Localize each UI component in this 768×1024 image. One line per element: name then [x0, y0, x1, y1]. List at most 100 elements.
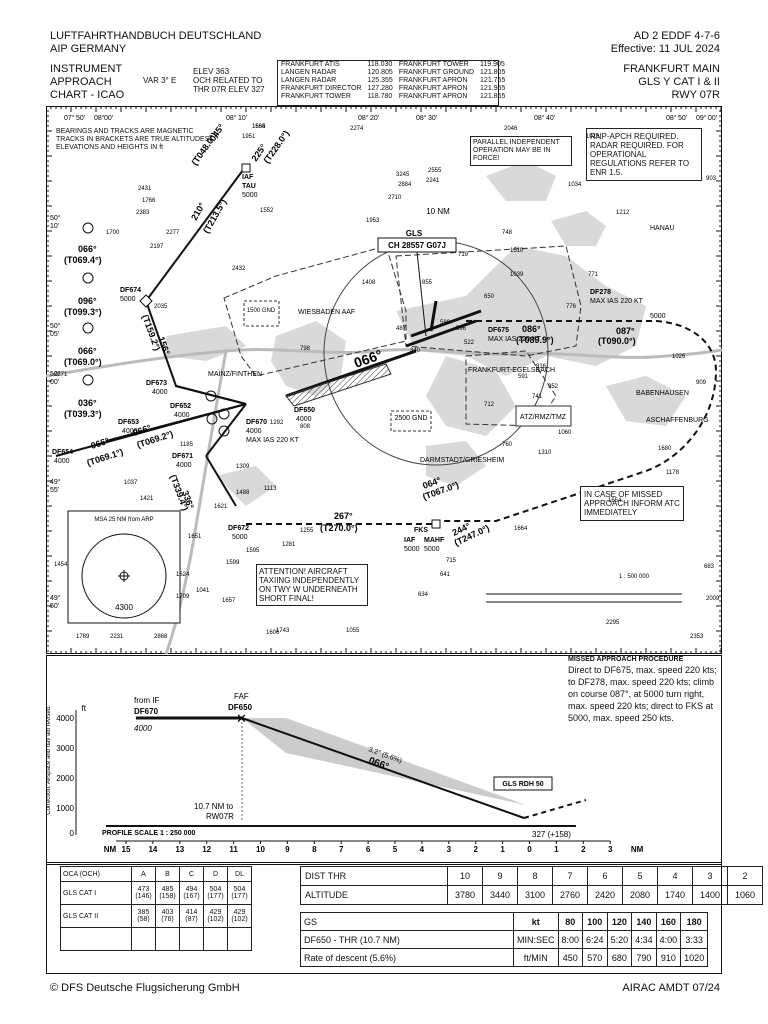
obstacle-elevation: 2009	[706, 596, 720, 602]
fix-tau-alt: 5000	[242, 192, 258, 199]
place-aschaffenburg: ASCHAFFENBURG	[646, 417, 709, 424]
obstacle-elevation: 596	[456, 326, 467, 332]
fix-fks-name: FKS	[414, 527, 428, 534]
fix-mahf-alt: 5000	[424, 546, 440, 553]
alt-0: 0	[70, 829, 75, 838]
track-4: 036°	[78, 398, 97, 408]
oca-value-cell: 504 (177)	[203, 881, 228, 905]
obstacle-elevation: 855	[422, 280, 433, 286]
obstacle-elevation: 776	[566, 304, 577, 310]
procedure-name: GLS Y CAT I & II	[638, 76, 720, 88]
note-rnp: RNP-APCH REQUIRED. RADAR REQUIRED. FOR O…	[586, 128, 702, 181]
atz-label: ATZ/RMZ/TMZ	[520, 414, 567, 421]
track-086: 086°	[522, 324, 541, 334]
nm-axis-tick: 4	[420, 845, 425, 854]
obstacle-elevation: 1039	[510, 272, 524, 278]
note-missed: IN CASE OF MISSED APPROACH INFORM ATC IM…	[580, 486, 684, 521]
obstacle-elevation: 760	[502, 442, 513, 448]
place-hanau: HANAU	[650, 225, 675, 232]
fix-df652-name: DF652	[170, 403, 191, 410]
fix-df672-name: DF672	[228, 525, 249, 532]
obstacle-elevation: 798	[300, 346, 311, 352]
fix-tau: IAF TAU 5000	[241, 163, 258, 199]
gs-time-cell: 8:00	[557, 930, 584, 949]
fix-df653-alt: 4000	[122, 428, 138, 435]
fix-df670-alt: 4000	[246, 428, 262, 435]
profile-dist-note2: RW07R	[206, 812, 234, 821]
chart-type-line2: APPROACH	[50, 76, 112, 88]
frequency-cell: 121.755	[480, 77, 506, 84]
gs-time-cell: 4:00	[655, 930, 682, 949]
obstacle-elevation: 2241	[426, 178, 440, 184]
dist-row-label: ALTITUDE	[300, 885, 448, 905]
obstacle-elevation: 1789	[76, 634, 90, 640]
gs-speed-cell: 80	[557, 912, 584, 931]
frequency-cell: 121.955	[480, 85, 506, 92]
gs-rod-cell: 1020	[680, 948, 709, 967]
missed-approach-text: Direct to DF675, max. speed 220 kts; to …	[568, 665, 717, 723]
fix-df670-name: DF670	[246, 419, 267, 426]
obstacle-elevation: 1026	[672, 354, 686, 360]
longitude-label: 20'	[370, 115, 379, 122]
rdh-label: GLS RDH 50	[502, 781, 543, 788]
latitude-label: 00'	[50, 379, 59, 386]
dist-cell: 8	[517, 866, 553, 886]
longitude-label: 30'	[428, 115, 437, 122]
oca-value-cell: 485 (158)	[155, 881, 180, 905]
gs-speed-cell: 180	[680, 912, 709, 931]
missed-approach-title: MISSED APPROACH PROCEDURE	[568, 656, 684, 663]
obstacle-elevation: 1034	[568, 182, 582, 188]
place-labels: WIESBADEN AAF MAINZ/FINTHEN FRANKFURT-EG…	[208, 225, 709, 464]
note-parallel: PARALLEL INDEPENDENT OPERATION MAY BE IN…	[470, 136, 572, 166]
dist-cell: 3780	[447, 885, 483, 905]
chart-id: AD 2 EDDF 4-7-6	[633, 30, 720, 42]
gs-speed-cell: 120	[606, 912, 633, 931]
profile-df670-alt: 4000	[134, 724, 152, 733]
msa-circle	[81, 533, 167, 619]
aerodrome-elevation-block: ELEV 363 OCH RELATED TO THR 07R ELEV 327	[193, 67, 265, 94]
frequency-cell: 118.780	[367, 93, 393, 100]
glide-path-sector	[285, 363, 392, 407]
final-approach-track	[285, 349, 417, 398]
longitude-label: 08°	[358, 114, 369, 122]
gnd-label-1: 2500 GND	[394, 415, 427, 422]
oca-header-cell: C	[179, 866, 204, 882]
obstacle-elevation: 591	[518, 374, 529, 380]
obstacle-elevation: 2035	[154, 304, 168, 310]
dist-cell: 2080	[622, 885, 658, 905]
fix-df670-ias: MAX IAS 220 KT	[246, 437, 300, 444]
ten-nm-label: 10 NM	[426, 207, 450, 216]
aerodrome-elevation: ELEV 363	[193, 67, 230, 76]
fix-tau-iaf: IAF	[242, 174, 254, 181]
obstacle-elevation: 1743	[276, 628, 290, 634]
frequency-cell: 121.855	[480, 93, 506, 100]
track-267: 267°	[334, 511, 353, 521]
obstacle-elevation: 641	[440, 572, 451, 578]
gs-header-label: GS	[300, 912, 514, 931]
gs-speed-cell: 100	[582, 912, 608, 931]
obstacle-elevation: 2710	[388, 195, 402, 201]
glide-path	[241, 717, 525, 819]
msa-altitude: 4300	[115, 603, 133, 612]
wiesbaden-box	[243, 300, 280, 327]
longitude-label: 40'	[546, 115, 555, 122]
obstacle-elevation: 3245	[396, 172, 410, 178]
profile-labels: from IF DF670 4000 FAF DF650 3.2° (5.6%)…	[102, 692, 571, 839]
fix-labels: IAF TAU 5000 DF674 5000 DF673 4000 DF652…	[52, 163, 666, 553]
altitude-axis-labels: 4000 3000 2000 1000 0 ft	[56, 704, 87, 838]
place-wiesbaden: WIESBADEN AAF	[298, 309, 355, 316]
nm-axis-unit-right: NM	[631, 845, 644, 854]
place-mainz: MAINZ/FINTHEN	[208, 371, 262, 378]
nm-axis-tick: 3	[608, 845, 613, 854]
nm-axis-tick: 11	[229, 845, 238, 854]
obstacle-elevation: 1709	[176, 594, 190, 600]
gs-time-cell: 6:24	[582, 930, 608, 949]
obstacle-elevation: 952	[548, 384, 559, 390]
fix-df675-ias: MAX IAS 220 KT	[488, 336, 542, 343]
nm-axis-tick: 15	[122, 845, 131, 854]
track-3t: (T069.0°)	[64, 357, 102, 367]
